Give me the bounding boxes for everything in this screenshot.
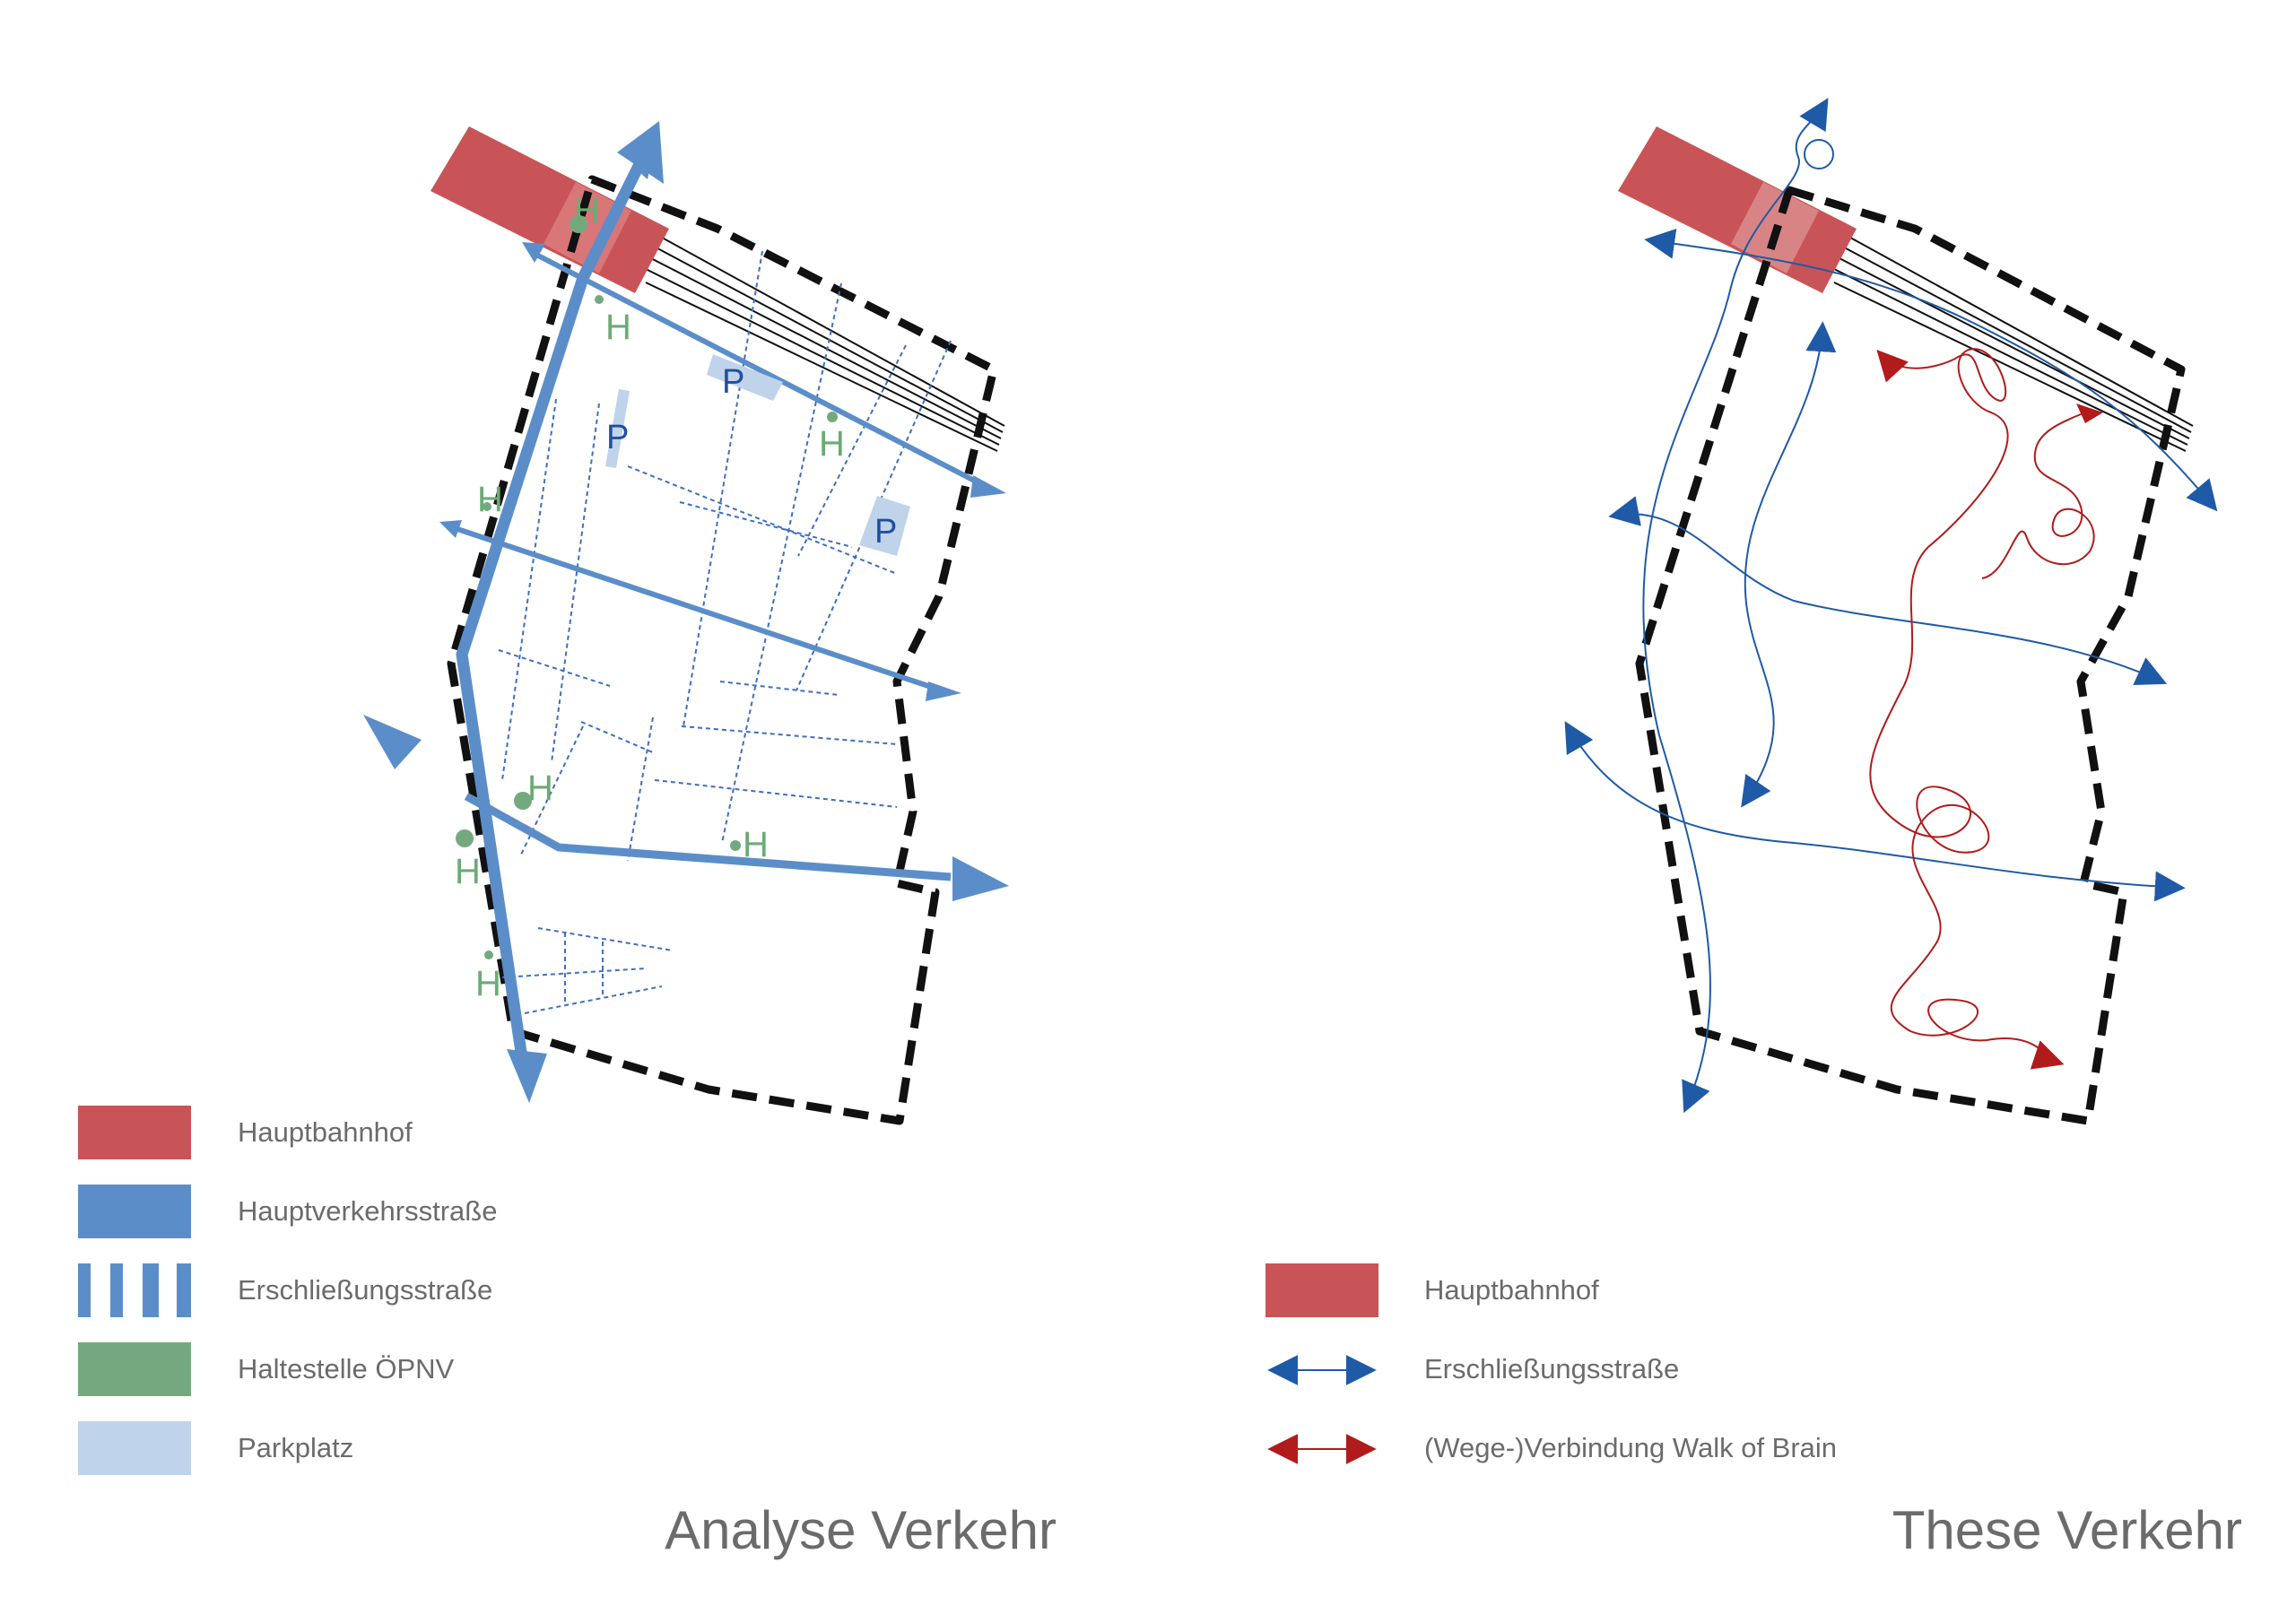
railway-tracks [645,228,1005,452]
parking-label: P [722,363,744,401]
solid-red-rect-icon [1265,1263,1378,1317]
legend-label: Haltestelle ÖPNV [238,1353,455,1384]
legend-label: Hauptbahnhof [1424,1274,1599,1306]
stop-label: H [477,480,503,519]
light-blue-rect-icon [78,1421,191,1475]
legend-label: Parkplatz [238,1432,353,1463]
these-map [1564,98,2218,1125]
legend-label: Hauptbahnhof [238,1116,413,1148]
stop-label: H [605,308,631,347]
solid-green-rect-icon [78,1342,191,1396]
stop-label: H [743,825,769,864]
solid-blue-rect-icon [78,1185,191,1238]
legend-label: Erschließungsstraße [1424,1353,1679,1384]
stop-label: H [527,768,553,808]
parking-label: P [606,419,629,456]
analyse-map: P P P H H H H H H H H [363,121,1009,1125]
hauptbahnhof-building [430,126,669,293]
these-legend: Hauptbahnhof Erschließungsstraße (Wege-)… [1265,1263,1837,1464]
analyse-title: Analyse Verkehr [665,1500,1057,1560]
project-boundary [1635,186,2186,1125]
solid-red-rect-icon [78,1106,191,1159]
project-boundary [447,175,998,1125]
stop-label: H [475,964,501,1003]
oepnv-stops: H H H H H H H H [455,191,845,1003]
analyse-legend: Hauptbahnhof Hauptverkehrsstraße Erschli… [78,1106,497,1475]
legend-label: Erschließungsstraße [238,1274,492,1306]
legend-label: Hauptverkehrsstraße [238,1195,497,1227]
stop-label: H [455,852,481,891]
stop-label: H [819,424,845,464]
walk-of-brain-paths [1869,348,2103,1070]
legend-label: (Wege-)Verbindung Walk of Brain [1424,1432,1837,1463]
parkplatz-areas: P P P [605,354,910,556]
railway-tracks [1833,228,2194,452]
erschliessung-network [498,250,952,1014]
these-title: These Verkehr [1892,1500,2242,1560]
hauptverkehr-roads [363,121,1009,1103]
stop-label: H [574,191,600,230]
striped-blue-rect-icon [78,1263,191,1317]
parking-label: P [874,513,897,551]
